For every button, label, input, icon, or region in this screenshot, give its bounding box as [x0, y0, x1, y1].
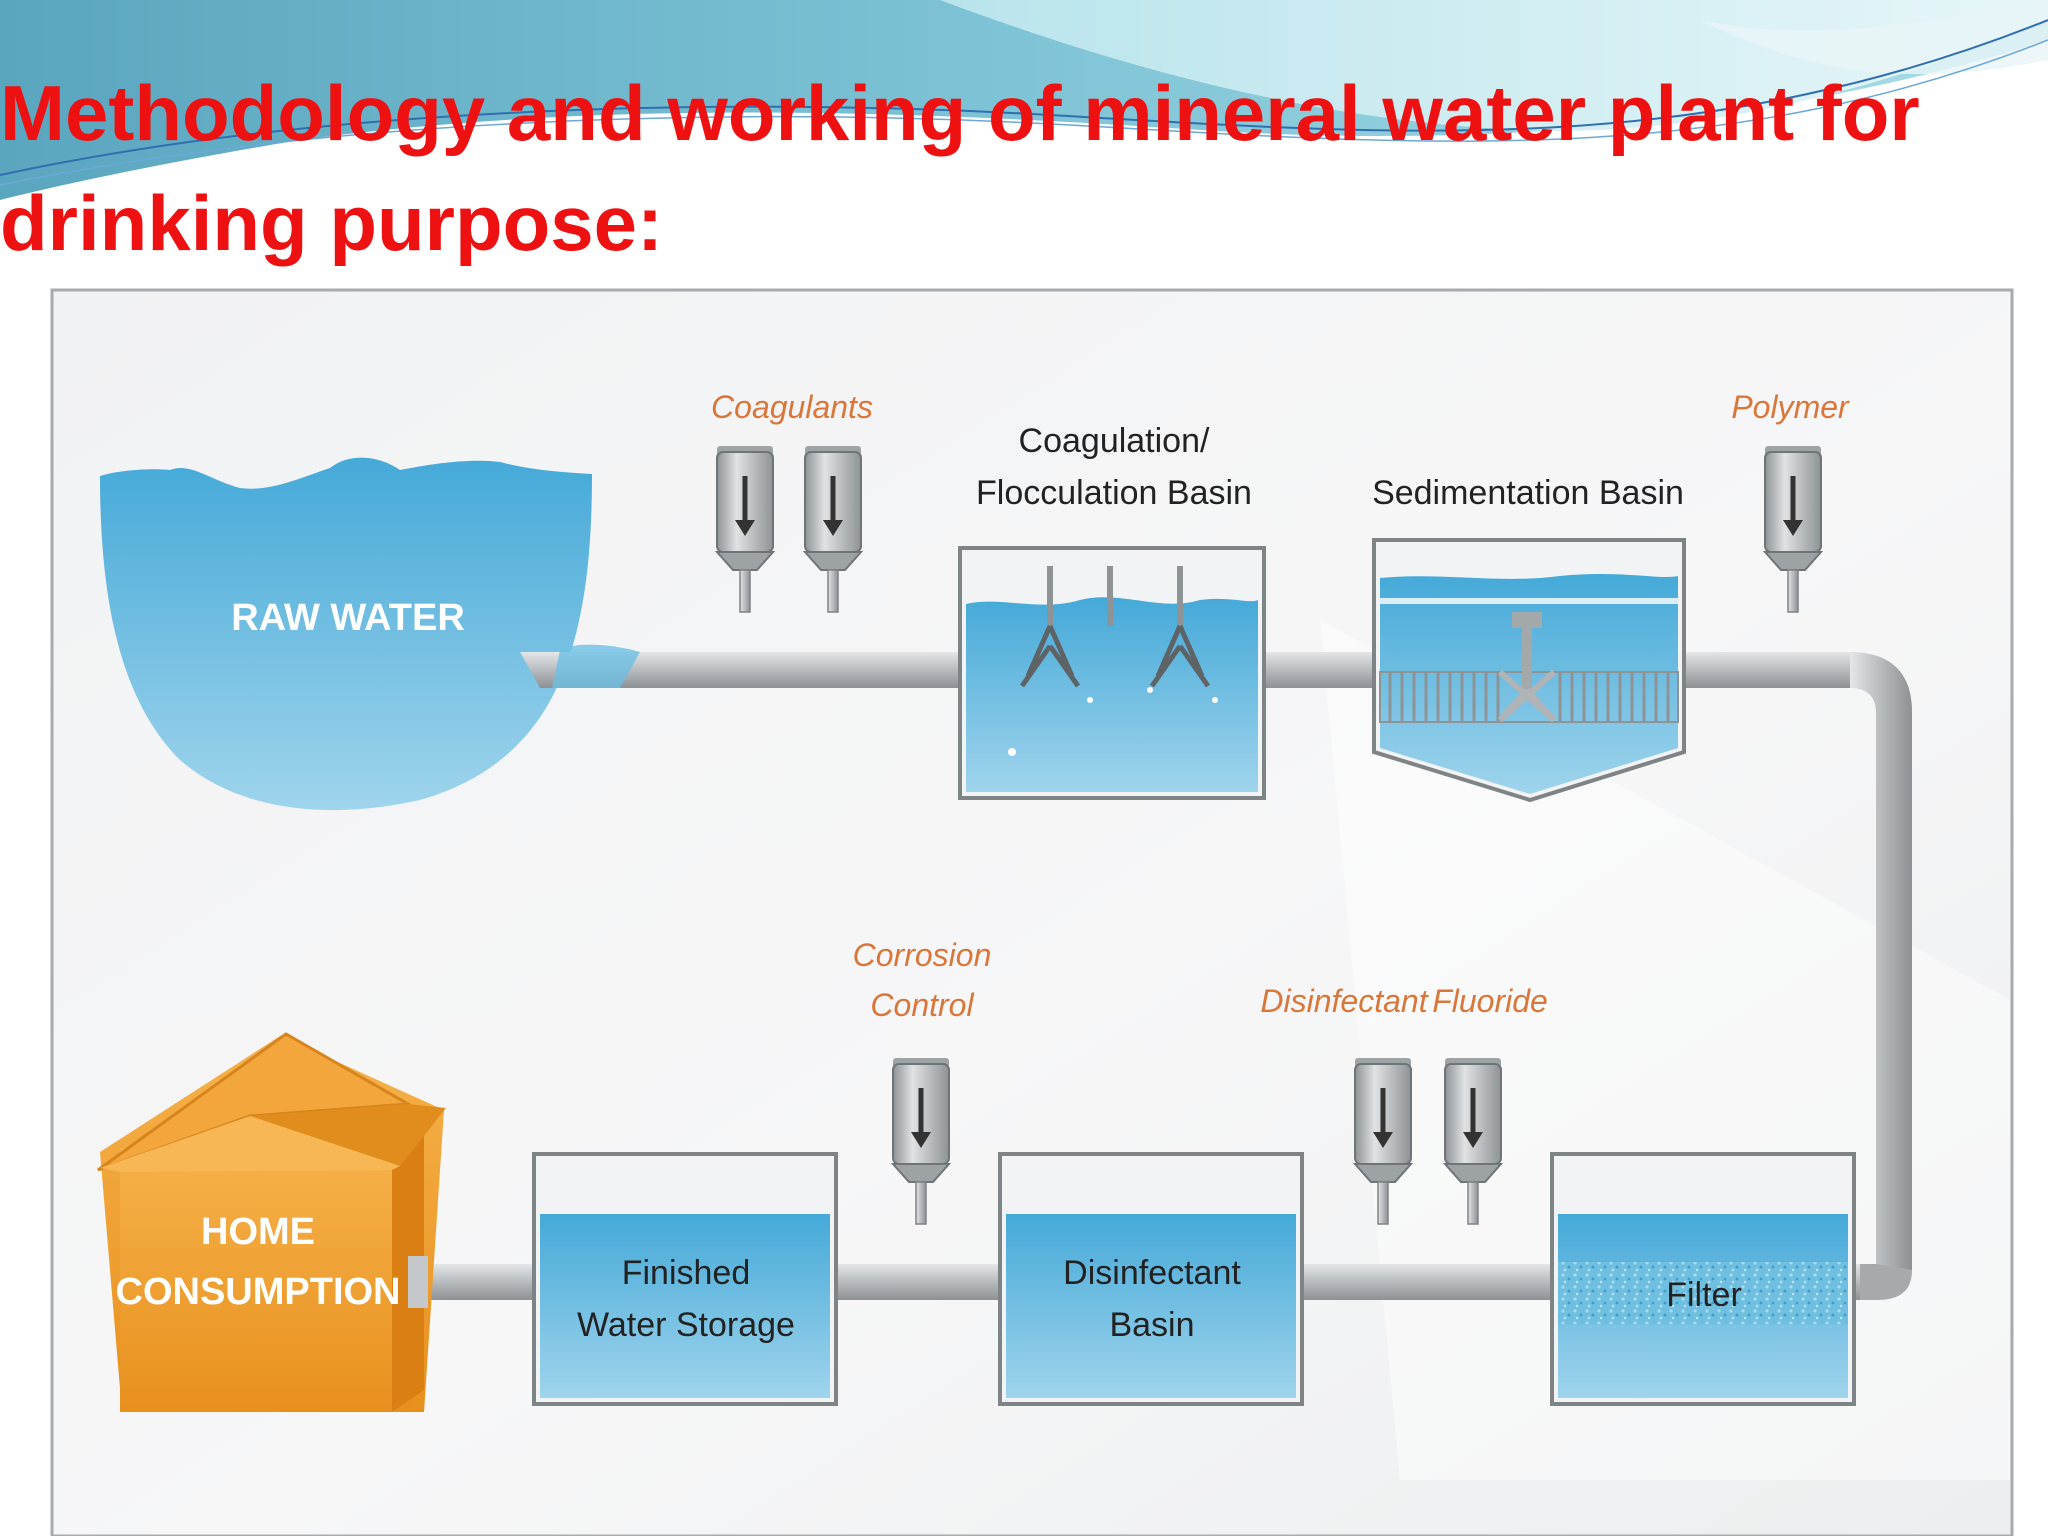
corrosion-control-tank: Corrosion Control	[853, 937, 992, 1225]
fluoride-label: Fluoride	[1432, 983, 1548, 1019]
sedimentation-basin-label: Sedimentation Basin	[1372, 474, 1684, 512]
disinfectant-basin-label-line-1: Disinfectant	[1063, 1254, 1241, 1292]
coagulation-flocculation-basin: Coagulation/ Flocculation Basin	[958, 422, 1266, 800]
finished-water-storage: Finished Water Storage	[532, 1152, 838, 1406]
title-line-2: drinking purpose:	[0, 179, 663, 267]
slide-title: Methodology and working of mineral water…	[0, 58, 2040, 278]
coag-basin-label-line-2: Flocculation Basin	[976, 474, 1252, 512]
disinfectant-fluoride-tanks: Disinfectant Fluoride	[1260, 983, 1548, 1225]
polymer-label: Polymer	[1731, 389, 1850, 425]
coag-basin-label-line-1: Coagulation/	[1019, 422, 1210, 460]
disinfectant-basin: Disinfectant Basin	[998, 1152, 1304, 1406]
home-label-line-2: CONSUMPTION	[116, 1271, 401, 1313]
filter-label: Filter	[1666, 1276, 1742, 1314]
home-label-line-1: HOME	[201, 1211, 315, 1253]
polymer-tank: Polymer	[1731, 389, 1850, 613]
coagulants-label: Coagulants	[711, 389, 873, 425]
filter-basin: Filter	[1550, 1152, 1856, 1406]
finished-label-line-1: Finished	[622, 1254, 751, 1292]
header-wave-decoration	[0, 0, 2048, 200]
finished-label-line-2: Water Storage	[577, 1306, 795, 1344]
coagulant-tanks: Coagulants	[711, 389, 873, 613]
sedimentation-basin: Sedimentation Basin	[1372, 474, 1686, 803]
corrosion-label-line-1: Corrosion	[853, 937, 992, 973]
title-line-1: Methodology and working of mineral water…	[0, 69, 1920, 157]
disinfectant-label: Disinfectant	[1260, 983, 1428, 1019]
disinfectant-basin-label-line-2: Basin	[1109, 1306, 1194, 1344]
raw-water-basin: RAW WATER	[100, 457, 640, 811]
raw-water-label: RAW WATER	[231, 597, 465, 639]
corrosion-label-line-2: Control	[870, 987, 974, 1023]
home-consumption-house: HOME CONSUMPTION	[97, 1032, 446, 1412]
